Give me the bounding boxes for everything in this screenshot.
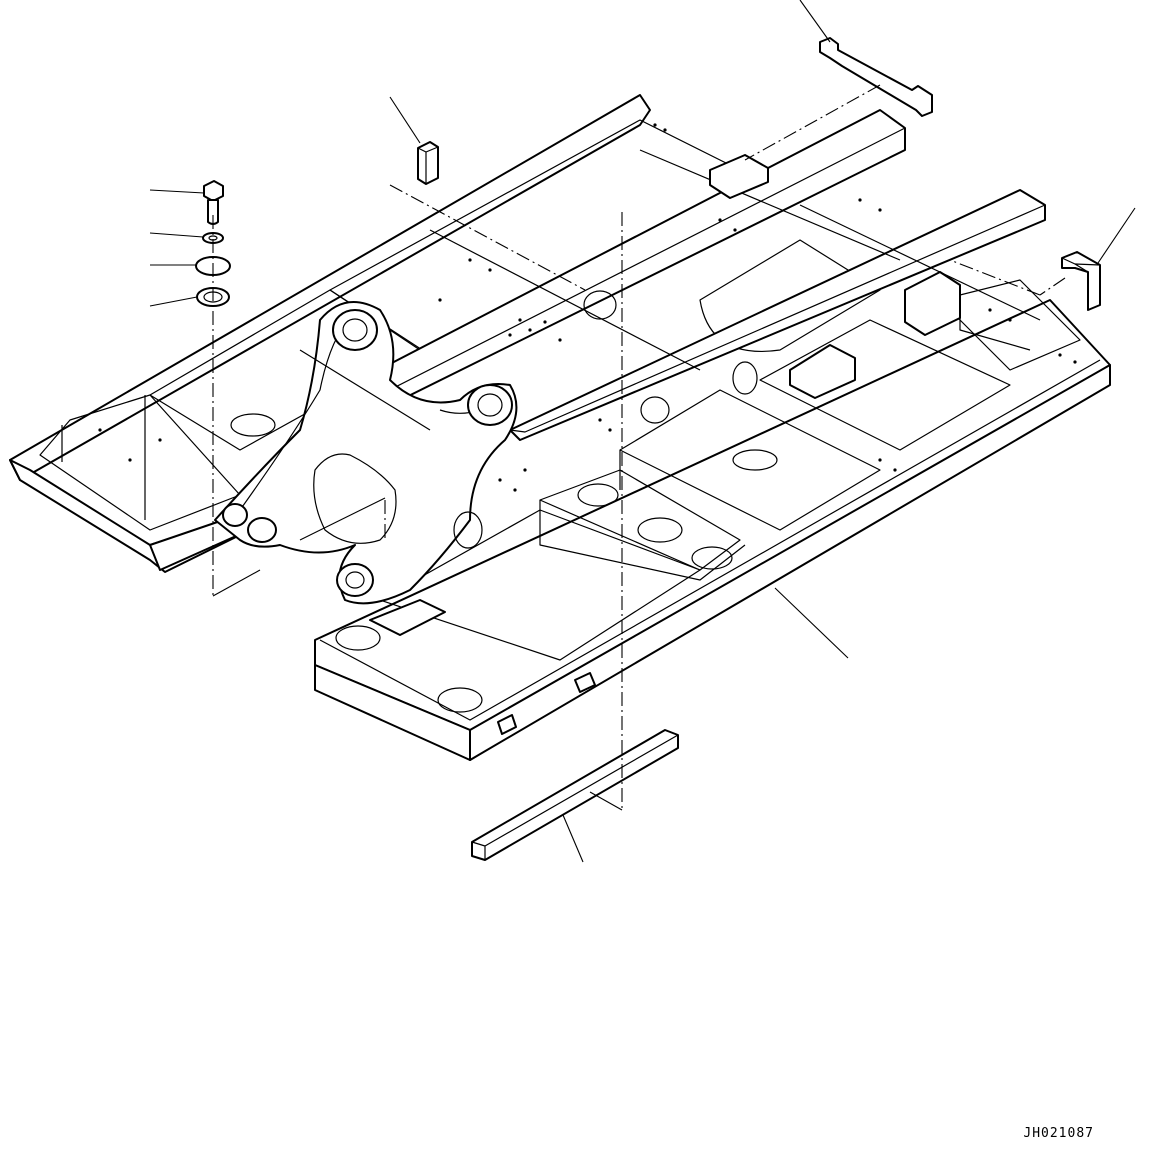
cover-part (150, 256, 231, 276)
boom-bracket (214, 301, 518, 605)
block-part (389, 96, 586, 291)
fastener-marks (98, 123, 1077, 492)
right-bracket-part (949, 207, 1136, 311)
upper-right-plate (744, 0, 933, 161)
undercover-plate-part (471, 212, 679, 863)
washer-part (149, 232, 224, 244)
left-deck-box (9, 459, 241, 573)
gasket-part (149, 287, 230, 307)
beam-lower (509, 189, 1046, 441)
frame-leader (774, 587, 849, 659)
drawing-id-label: JH021087 (1023, 1126, 1094, 1141)
main-frame (9, 94, 1111, 761)
bolt-part (149, 180, 224, 225)
